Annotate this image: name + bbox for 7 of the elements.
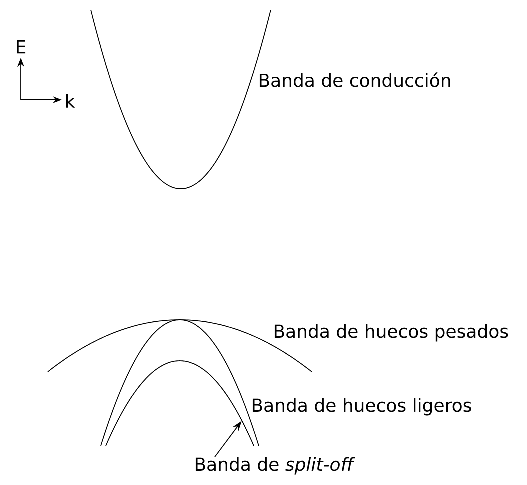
band-label: Banda de split-off bbox=[196, 457, 356, 475]
split-off-band-curve bbox=[106, 360, 254, 446]
band-label: Banda de huecos pesados bbox=[274, 324, 508, 342]
axis-label: E bbox=[17, 40, 26, 54]
band-label: Banda de conducción bbox=[260, 72, 450, 88]
band-label: Banda de huecos ligeros bbox=[252, 398, 472, 416]
axis-label: k bbox=[66, 94, 76, 108]
